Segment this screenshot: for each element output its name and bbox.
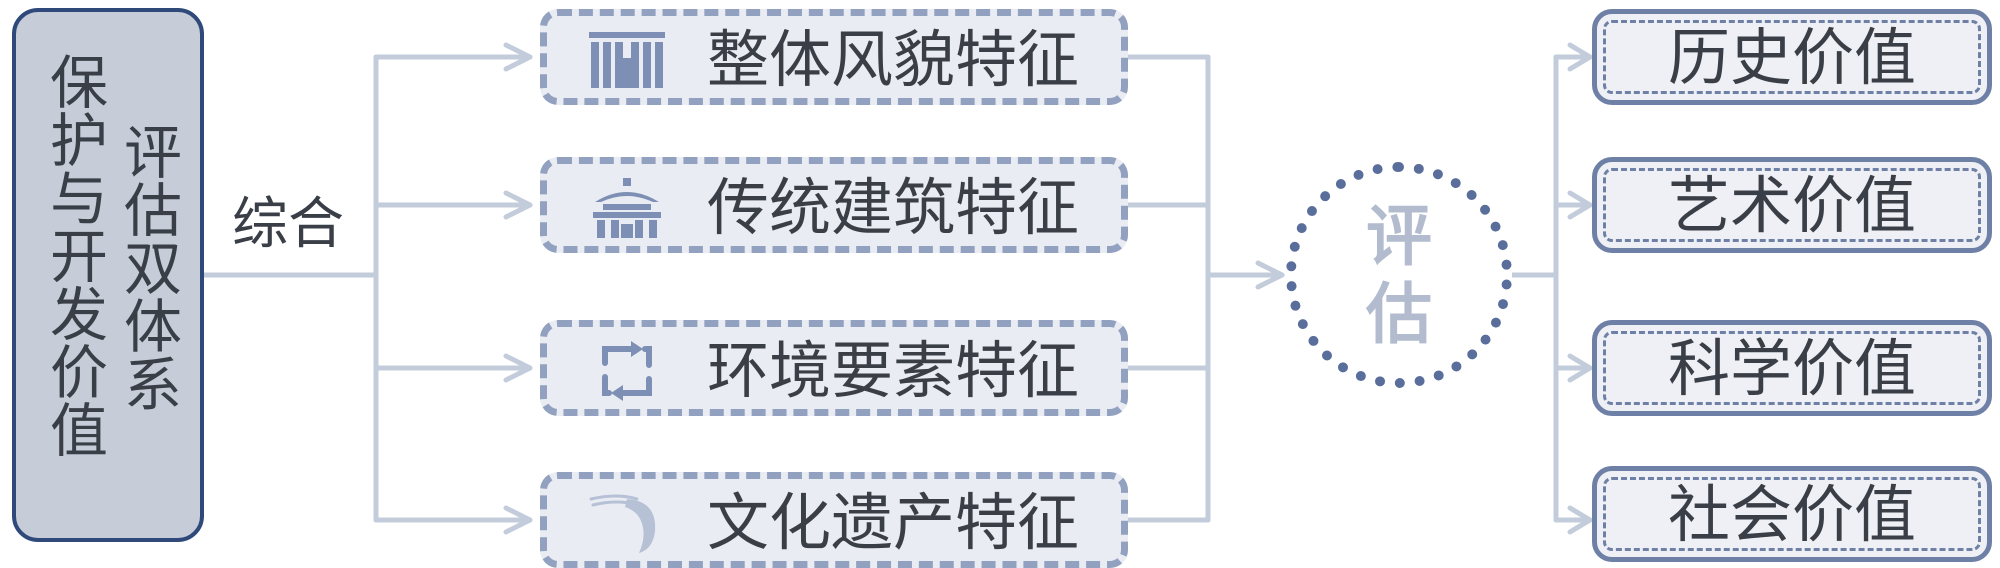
arrow-head — [1567, 42, 1593, 72]
arrow-head — [503, 42, 533, 72]
connector-label: 综合 — [232, 192, 344, 257]
value-label: 历史价值 — [1667, 21, 1916, 94]
evaluation-circle: 评 估 — [1286, 162, 1512, 388]
building-icon — [589, 32, 665, 88]
value-box-art: 艺术价值 — [1592, 157, 1992, 253]
feature-box-architecture: 传统建筑特征 — [540, 157, 1128, 253]
arrow-head — [1567, 190, 1593, 220]
feature-label: 环境要素特征 — [707, 334, 1080, 407]
feature-label: 整体风貌特征 — [707, 23, 1080, 96]
feature-label: 文化遗产特征 — [707, 486, 1080, 559]
pavilion-icon — [593, 178, 661, 238]
system-title-col2: 评估双体系 — [114, 122, 182, 412]
feature-box-overall: 整体风貌特征 — [540, 9, 1128, 105]
feature-box-culture: 文化遗产特征 — [540, 472, 1128, 568]
value-label: 科学价值 — [1667, 332, 1916, 405]
arrow-head — [503, 505, 533, 535]
arrow-head — [1255, 260, 1285, 290]
cycle-icon — [602, 341, 652, 401]
value-box-science: 科学价值 — [1592, 320, 1992, 416]
value-box-history: 历史价值 — [1592, 9, 1992, 105]
evaluation-char-1: 评 — [1366, 198, 1432, 275]
arrow-head — [1567, 353, 1593, 383]
feature-label: 传统建筑特征 — [707, 171, 1080, 244]
arrow-head — [503, 353, 533, 383]
evaluation-char-2: 估 — [1366, 276, 1432, 353]
value-box-society: 社会价值 — [1592, 466, 1992, 562]
system-box: 保护与开发价值 评估双体系 — [12, 8, 204, 542]
system-title-col1: 保护与开发价值 — [40, 52, 108, 458]
value-label: 社会价值 — [1667, 478, 1916, 551]
value-label: 艺术价值 — [1667, 169, 1916, 242]
arrow-head — [1567, 505, 1593, 535]
arrow-head — [503, 190, 533, 220]
feature-box-environment: 环境要素特征 — [540, 320, 1128, 416]
shrimp-icon — [589, 494, 656, 553]
